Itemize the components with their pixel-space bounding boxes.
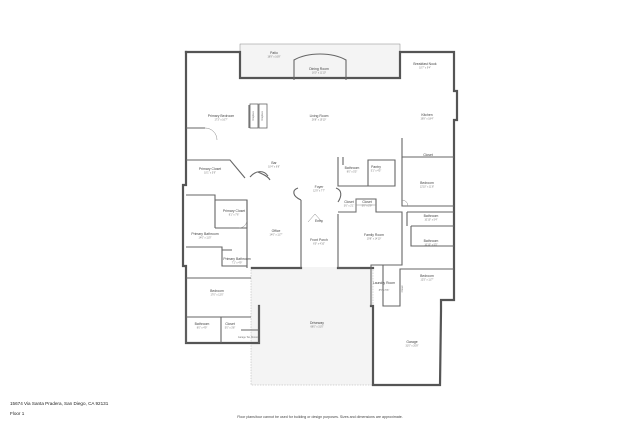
dim-primary-bathroom-2: 7'1" x 4'9"	[232, 262, 243, 265]
label-garage-tax-1: Garage Tax Shown	[238, 336, 259, 339]
dim-family-room: 19'8" x 14'10"	[367, 238, 382, 241]
disclaimer-note: Floor plans/tour cannot be used for buil…	[237, 415, 403, 419]
label-bedroom-right-2: Bedroom	[420, 274, 434, 278]
label-primary-bathroom: Primary Bathroom	[191, 232, 218, 236]
label-bedroom-right-1: Bedroom	[420, 181, 434, 185]
dim-pantry: 5'1" x 4'5"	[371, 170, 382, 173]
dim-bedroom-right-1: 12'10" x 11'8"	[420, 186, 434, 189]
label-dining-room: Dining Room	[309, 67, 329, 71]
label-foyer: Foyer	[315, 185, 325, 189]
dim-bar: 10'4" x 6'8"	[268, 166, 280, 169]
label-closet-c2: Closet	[362, 200, 372, 204]
label-breakfast-nook: Breakfast Nook	[413, 62, 436, 66]
label-bathroom-right-2: Bathroom	[424, 239, 439, 243]
label-entry: Entry	[315, 219, 323, 223]
label-primary-bedroom: Primary Bedroom	[208, 114, 235, 118]
label-laundry-room: Laundry Room	[373, 281, 395, 285]
dim-primary-bedroom: 17'3" x 16'7"	[214, 119, 227, 122]
dim-front-porch: 6'0" x 4'10"	[313, 243, 325, 246]
label-bar: Bar	[271, 161, 277, 165]
dim-garage: 31'0" x 20'8"	[405, 345, 418, 348]
dim-closet-bl: 5'0" x 3'8"	[225, 327, 236, 330]
label-front-porch: Front Porch	[310, 238, 328, 242]
label-kitchen: Kitchen	[421, 113, 432, 117]
dim-living-room: 26'8" x 19'10"	[312, 119, 327, 122]
dim-closet-c1: 3'6" x 2'1"	[344, 205, 355, 208]
label-bathroom-bl: Bathroom	[195, 322, 210, 326]
label-garage: Garage	[406, 340, 417, 344]
label-fireplace-1: Fireplace	[252, 110, 255, 121]
dim-bedroom-left: 17'0" x 12'0"	[210, 294, 223, 297]
label-office: Office	[272, 229, 281, 233]
dim-bathroom-bl: 8'0" x 4'9"	[197, 327, 208, 330]
label-driveway: Driveway	[310, 321, 324, 325]
label-bathroom-right-1: Bathroom	[424, 214, 439, 218]
dim-bedroom-right-2: 12'5" x 11'7"	[421, 279, 434, 282]
label-fireplace-2: Fireplace	[261, 110, 264, 121]
dim-closet-c2: 5'0" x 2'9"	[362, 205, 373, 208]
dim-bathroom-center: 8'0" x 5'5"	[347, 171, 358, 174]
label-patio: Patio	[270, 51, 278, 55]
dim-bathroom-right-1: 10'10" x 5'4"	[424, 219, 437, 222]
label-closet-bl: Closet	[225, 322, 235, 326]
dim-bathroom-right-2: 10'10" x 5'5"	[424, 244, 437, 247]
dim-breakfast-nook: 10'7" x 9'4"	[419, 67, 431, 70]
dining-bay	[293, 53, 347, 80]
dim-kitchen: 19'8" x 18'4"	[420, 118, 433, 121]
dim-primary-bathroom: 14'0" x 11'0"	[199, 237, 212, 240]
address-caption: 15674 Via Santa Pradera, San Diego, CA 9…	[10, 401, 109, 406]
dim-patio: 18'9" x 16'8"	[267, 56, 280, 59]
dim-foyer: 12'9" x 7'7"	[313, 190, 325, 193]
label-living-room: Living Room	[310, 114, 329, 118]
dim-driveway: 68'0" x 31'0"	[310, 326, 323, 329]
dim-primary-closet-2: 8'1" x 7'6"	[229, 214, 240, 217]
interior-walls	[185, 103, 454, 343]
patio-area	[239, 43, 401, 79]
label-primary-closet: Primary Closet	[199, 167, 221, 171]
label-closet-right: Closet	[423, 153, 433, 157]
driveway-area	[250, 267, 374, 386]
door-swings	[204, 127, 409, 229]
dim-office: 14'0" x 11'7"	[270, 234, 283, 237]
dim-dining-room: 16'0" x 11'10"	[312, 72, 326, 75]
label-bedroom-left: Bedroom	[210, 289, 224, 293]
label-family-room: Family Room	[364, 233, 384, 237]
dim-primary-closet: 10'1" x 5'9"	[204, 172, 216, 175]
floor-caption: Floor 1	[10, 411, 25, 416]
label-closet-laundry: Closet	[401, 285, 404, 292]
label-primary-closet-2: Primary Closet	[223, 209, 245, 213]
label-bathroom-center: Bathroom	[345, 166, 360, 170]
label-pantry: Pantry	[371, 165, 381, 169]
room-labels: Patio 18'9" x 16'8" Dining Room 16'0" x …	[191, 51, 438, 348]
label-closet-c1: Closet	[344, 200, 354, 204]
dim-laundry-room: 8'5" x 5'6"	[379, 289, 390, 292]
label-primary-bathroom-2: Primary Bathroom	[223, 257, 250, 261]
